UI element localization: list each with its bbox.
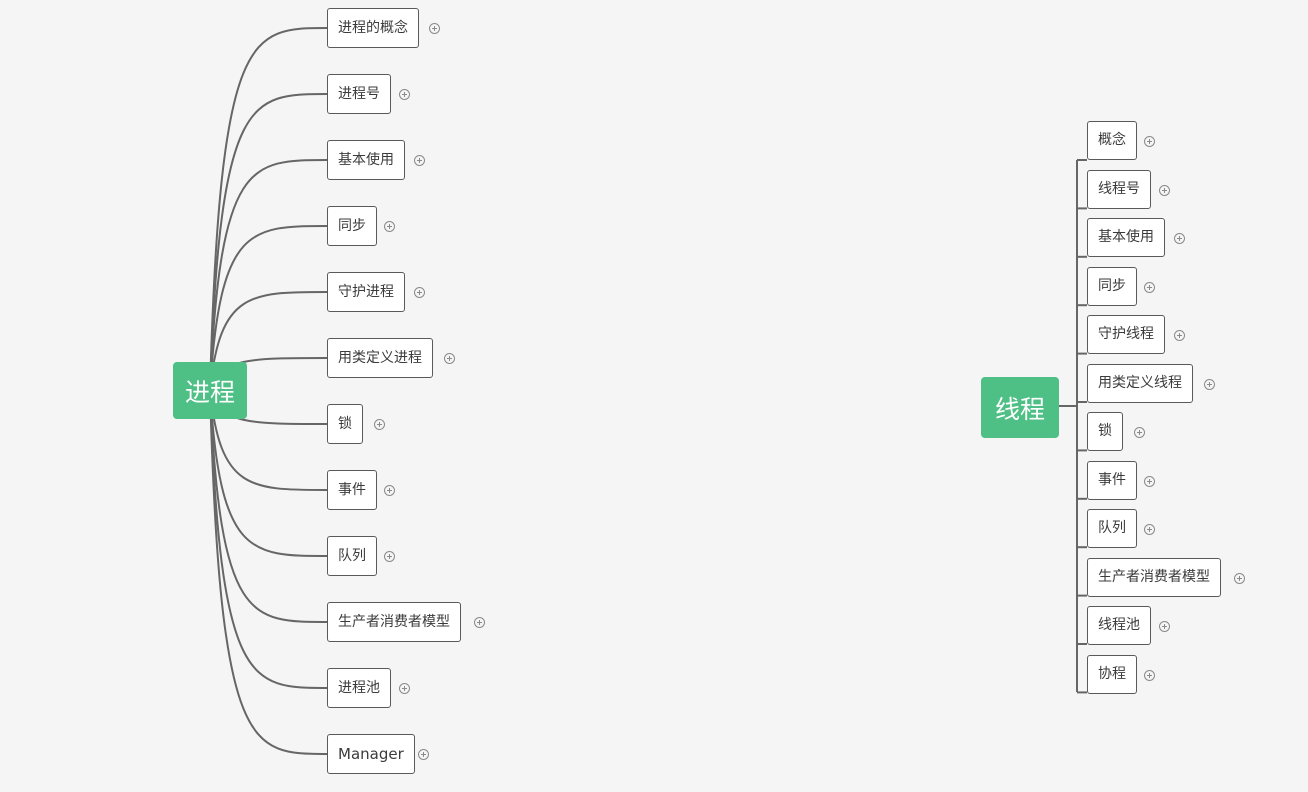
plus-circle-icon[interactable] xyxy=(429,23,440,34)
plus-circle-icon[interactable] xyxy=(1144,524,1155,535)
plus-circle-icon[interactable] xyxy=(1174,233,1185,244)
plus-circle-icon[interactable] xyxy=(399,89,410,100)
branch-edge xyxy=(209,389,328,623)
topic-node-process-pool[interactable]: 进程池 xyxy=(327,668,391,708)
topic-node-manager[interactable]: Manager xyxy=(327,734,415,774)
plus-circle-icon[interactable] xyxy=(1144,282,1155,293)
plus-circle-icon[interactable] xyxy=(414,155,425,166)
topic-node-thread-producer-consumer[interactable]: 生产者消费者模型 xyxy=(1087,558,1221,597)
topic-node-class-defined-thread[interactable]: 用类定义线程 xyxy=(1087,364,1193,403)
plus-circle-icon[interactable] xyxy=(1144,476,1155,487)
topic-node-process-lock[interactable]: 锁 xyxy=(327,404,363,444)
topic-node-process-queue[interactable]: 队列 xyxy=(327,536,377,576)
plus-circle-icon[interactable] xyxy=(374,419,385,430)
branch-edge xyxy=(209,389,328,557)
branch-edge xyxy=(209,225,328,391)
plus-circle-icon[interactable] xyxy=(384,221,395,232)
plus-circle-icon[interactable] xyxy=(1204,379,1215,390)
plus-circle-icon[interactable] xyxy=(384,551,395,562)
topic-node-thread-pool[interactable]: 线程池 xyxy=(1087,606,1151,645)
root-topic-thread[interactable]: 线程 xyxy=(981,377,1059,438)
plus-circle-icon[interactable] xyxy=(1134,427,1145,438)
topic-node-thread-id[interactable]: 线程号 xyxy=(1087,170,1151,209)
plus-circle-icon[interactable] xyxy=(399,683,410,694)
topic-node-thread-basic-usage[interactable]: 基本使用 xyxy=(1087,218,1165,257)
topic-node-thread-queue[interactable]: 队列 xyxy=(1087,509,1137,548)
topic-node-thread-event[interactable]: 事件 xyxy=(1087,461,1137,500)
topic-node-thread-lock[interactable]: 锁 xyxy=(1087,412,1123,451)
branch-edge xyxy=(209,159,328,391)
topic-node-process-basic-usage[interactable]: 基本使用 xyxy=(327,140,405,180)
topic-node-process-event[interactable]: 事件 xyxy=(327,470,377,510)
plus-circle-icon[interactable] xyxy=(444,353,455,364)
branch-edge xyxy=(209,389,328,755)
plus-circle-icon[interactable] xyxy=(1144,670,1155,681)
topic-node-process-concept[interactable]: 进程的概念 xyxy=(327,8,419,48)
topic-node-process-sync[interactable]: 同步 xyxy=(327,206,377,246)
plus-circle-icon[interactable] xyxy=(418,749,429,760)
topic-node-daemon-thread[interactable]: 守护线程 xyxy=(1087,315,1165,354)
plus-circle-icon[interactable] xyxy=(474,617,485,628)
plus-circle-icon[interactable] xyxy=(1144,136,1155,147)
plus-circle-icon[interactable] xyxy=(1234,573,1245,584)
branch-edge xyxy=(209,291,328,391)
root-topic-process[interactable]: 进程 xyxy=(173,362,247,419)
topic-node-process-id[interactable]: 进程号 xyxy=(327,74,391,114)
topic-node-thread-concept[interactable]: 概念 xyxy=(1087,121,1137,160)
topic-node-class-defined-process[interactable]: 用类定义进程 xyxy=(327,338,433,378)
topic-node-coroutine[interactable]: 协程 xyxy=(1087,655,1137,694)
branch-edge xyxy=(209,389,328,689)
plus-circle-icon[interactable] xyxy=(414,287,425,298)
plus-circle-icon[interactable] xyxy=(1159,185,1170,196)
plus-circle-icon[interactable] xyxy=(1174,330,1185,341)
branch-edge xyxy=(209,389,328,491)
branch-edge xyxy=(209,93,328,391)
plus-circle-icon[interactable] xyxy=(384,485,395,496)
topic-node-process-producer-consumer[interactable]: 生产者消费者模型 xyxy=(327,602,461,642)
topic-node-daemon-process[interactable]: 守护进程 xyxy=(327,272,405,312)
plus-circle-icon[interactable] xyxy=(1159,621,1170,632)
branch-edge xyxy=(209,27,328,391)
topic-node-thread-sync[interactable]: 同步 xyxy=(1087,267,1137,306)
